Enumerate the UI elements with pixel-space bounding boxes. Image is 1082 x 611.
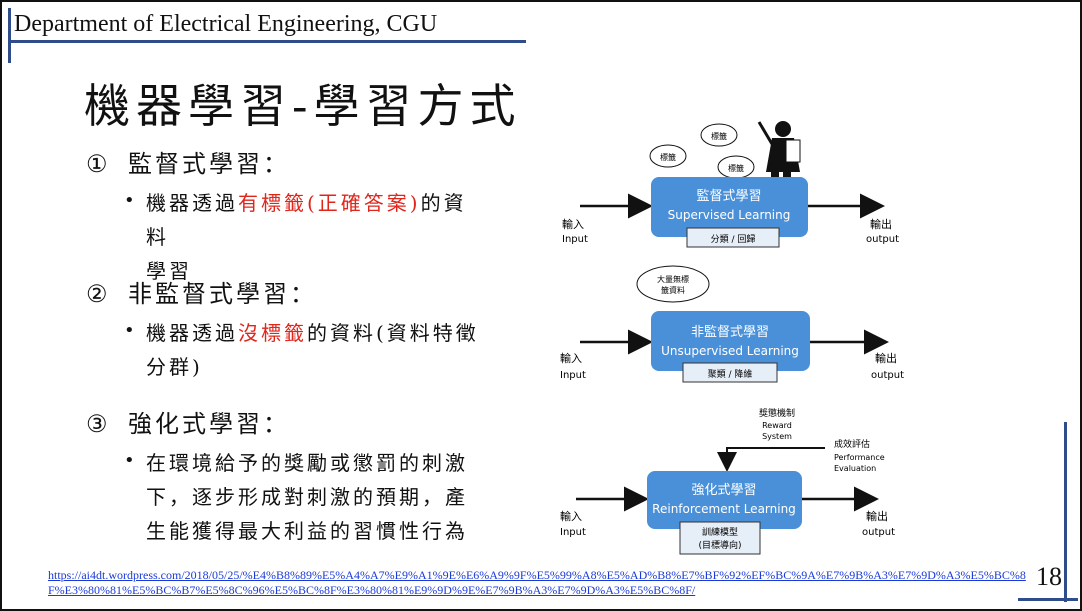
- output-label-en: output: [866, 234, 899, 245]
- footer-accent-vline: [1064, 422, 1067, 602]
- input-label-en: Input: [560, 370, 586, 381]
- section-heading-unsupervised: ② 非監督式學習：: [86, 274, 317, 309]
- department-header: Department of Electrical Engineering, CG…: [14, 11, 438, 37]
- section-heading-text: 非監督式學習：: [128, 280, 317, 308]
- bullet-text-span: 分群): [146, 355, 203, 379]
- output-label-en: output: [871, 370, 904, 381]
- supervised-box: [651, 177, 808, 237]
- bullet-line: 在環境給予的獎勵或懲罰的刺激: [146, 446, 486, 480]
- output-type-text: (目標導向): [698, 539, 741, 551]
- frame-left-border: [0, 0, 2, 611]
- output-type-box: [679, 521, 761, 555]
- section-number: ①: [86, 150, 111, 178]
- reward-label-en: Reward: [762, 421, 792, 430]
- bubble-text: 籤資料: [661, 285, 685, 295]
- box-title-en: Supervised Learning: [668, 208, 791, 222]
- box-title-zh: 非監督式學習: [691, 324, 769, 340]
- bullet-text-span: 的資料: [146, 191, 467, 249]
- section-heading-text: 監督式學習：: [128, 150, 290, 178]
- reinforcement-box: [647, 471, 802, 529]
- bullet-line: 機器透過沒標籤的資料(資料特徵: [146, 316, 486, 350]
- label-bubble: 標籤: [717, 155, 755, 179]
- bullet-text-span: 的資料(資料特徵: [307, 321, 479, 345]
- input-label-en: Input: [560, 527, 586, 538]
- footer-accent-line: [1018, 598, 1078, 601]
- highlight-text: 有標籤(正確答案): [238, 191, 421, 215]
- bubble-text: 標籤: [728, 163, 744, 173]
- input-label-zh: 輸入: [560, 509, 582, 523]
- box-title-zh: 強化式學習: [691, 483, 756, 498]
- unsupervised-block: 大量無標 籤資料 非監督式學習 Unsupervised Learning 聚類…: [560, 265, 904, 383]
- output-type-text: 分類 / 回歸: [711, 233, 756, 245]
- reward-label-zh: 獎懲機制: [759, 407, 795, 419]
- box-title-en: Reinforcement Learning: [652, 502, 796, 516]
- section-heading-reinforcement: ③ 強化式學習：: [86, 404, 290, 439]
- section-heading-text: 強化式學習：: [128, 410, 290, 438]
- bullet-text-span: 生能獲得最大利益的習慣性行為: [146, 519, 468, 543]
- bullet-line: 分群): [146, 350, 486, 384]
- bullet-text-unsupervised: 機器透過沒標籤的資料(資料特徵 分群): [146, 316, 486, 384]
- output-type-text: 訓練模型: [702, 526, 738, 538]
- page-number: 18: [1036, 562, 1062, 591]
- header-accent-vline: [8, 8, 11, 63]
- bullet-line: 機器透過有標籤(正確答案)的資料: [146, 186, 486, 254]
- bullet-text-reinforcement: 在環境給予的獎勵或懲罰的刺激 下，逐步形成對刺激的預期，產 生能獲得最大利益的習…: [146, 446, 486, 548]
- output-label-zh: 輸出: [866, 509, 888, 523]
- section-number: ②: [86, 280, 111, 308]
- bullet-icon: •: [124, 320, 135, 341]
- feedback-arrow: [717, 447, 825, 472]
- output-label-zh: 輸出: [870, 217, 892, 231]
- label-bubble: 標籤: [649, 144, 687, 168]
- reward-label-en: System: [762, 432, 792, 441]
- bullet-text-span: 學習: [146, 259, 192, 283]
- input-label-zh: 輸入: [562, 217, 584, 231]
- source-link[interactable]: https://ai4dt.wordpress.com/2018/05/25/%…: [48, 568, 1026, 597]
- performance-label-en: Performance: [834, 453, 885, 462]
- output-label-zh: 輸出: [875, 351, 897, 365]
- bubble-text: 標籤: [711, 131, 727, 141]
- slide-title: 機器學習-學習方式: [84, 79, 522, 133]
- reinforcement-block: 獎懲機制 Reward System 成效評估 Performance Eval…: [560, 407, 895, 555]
- bullet-text-span: 下，逐步形成對刺激的預期，產: [146, 485, 468, 509]
- box-title-zh: 監督式學習: [696, 188, 761, 204]
- bullet-text-span: 在環境給予的獎勵或懲罰的刺激: [146, 451, 468, 475]
- frame-top-border: [0, 0, 1082, 2]
- bullet-text-span: 機器透過: [146, 321, 238, 345]
- learning-types-diagram: 標籤 標籤 標籤 監督式學習 Supervised Learning 分類 / …: [560, 121, 904, 555]
- bubble-text: 大量無標: [657, 274, 689, 284]
- bullet-line: 下，逐步形成對刺激的預期，產: [146, 480, 486, 514]
- input-label-en: Input: [562, 234, 588, 245]
- performance-label-en: Evaluation: [834, 464, 876, 473]
- section-number: ③: [86, 410, 111, 438]
- data-bubble: 大量無標 籤資料: [636, 265, 710, 303]
- box-title-en: Unsupervised Learning: [661, 344, 799, 358]
- input-label-zh: 輸入: [560, 351, 582, 365]
- output-type-box: [682, 362, 778, 383]
- section-heading-supervised: ① 監督式學習：: [86, 144, 290, 179]
- teacher-icon: [757, 121, 801, 186]
- header-accent-line: [8, 40, 526, 43]
- bullet-text-supervised: 機器透過有標籤(正確答案)的資料 學習: [146, 186, 486, 288]
- frame-right-border: [1080, 0, 1082, 611]
- supervised-block: 標籤 標籤 標籤 監督式學習 Supervised Learning 分類 / …: [562, 121, 899, 248]
- output-type-box: [686, 227, 780, 248]
- bullet-line: 學習: [146, 254, 486, 288]
- bullet-icon: •: [124, 450, 135, 471]
- highlight-text: 沒標籤: [238, 321, 307, 345]
- bullet-text-span: 機器透過: [146, 191, 238, 215]
- output-type-text: 聚類 / 降維: [708, 368, 753, 380]
- output-label-en: output: [862, 527, 895, 538]
- unsupervised-box: [651, 311, 810, 371]
- bullet-line: 生能獲得最大利益的習慣性行為: [146, 514, 486, 548]
- performance-label-zh: 成效評估: [834, 438, 870, 450]
- frame-bottom-border: [0, 609, 1082, 611]
- bubble-text: 標籤: [660, 152, 676, 162]
- label-bubble: 標籤: [700, 123, 738, 147]
- bullet-icon: •: [124, 190, 135, 211]
